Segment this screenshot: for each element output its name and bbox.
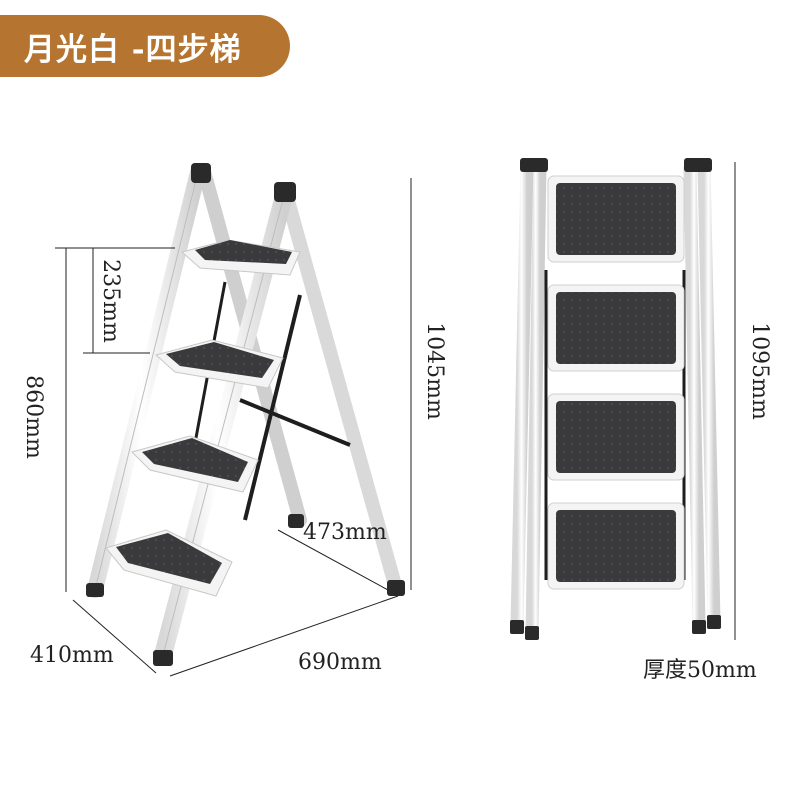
folded-leg-3 [683,161,706,632]
folded-height-label: 1095mm [746,322,772,420]
tread-3 [131,435,259,493]
unfolded-ladder [86,163,405,666]
tread-2 [154,339,284,389]
top-cap-right [274,182,296,202]
front-foot-left [86,583,104,597]
cross-brace [239,398,351,447]
folded-tread-4 [547,502,685,590]
tread-1 [180,239,301,276]
rear-leg-spread-label: 473mm [303,520,387,545]
product-title-banner: 月光白 -四步梯 [0,15,290,77]
rear-leg-right [278,183,402,592]
folded-tread-1 [547,175,685,263]
folded-leg-2 [525,161,547,639]
folded-thickness-label: 厚度50mm [643,658,757,683]
folded-tread-2 [547,284,685,372]
product-title: 月光白 -四步梯 [24,31,242,68]
front-foot-right [153,650,173,666]
dimension-lines-left [55,178,412,677]
top-cap-left [191,163,211,183]
tread-4 [105,529,233,597]
rear-foot-right [387,580,405,596]
depth-label: 690mm [298,650,382,675]
rear-foot-left [288,514,304,528]
width-label: 410mm [30,643,114,668]
folded-tread-3 [547,393,685,481]
folded-leg-4 [697,161,721,627]
folded-leg-1 [510,161,534,632]
step-spacing-label: 235mm [97,259,123,343]
unfolded-height-label: 1045mm [421,322,447,420]
platform-height-label: 860mm [20,375,46,459]
side-brace [243,294,302,521]
folded-ladder [510,158,721,640]
